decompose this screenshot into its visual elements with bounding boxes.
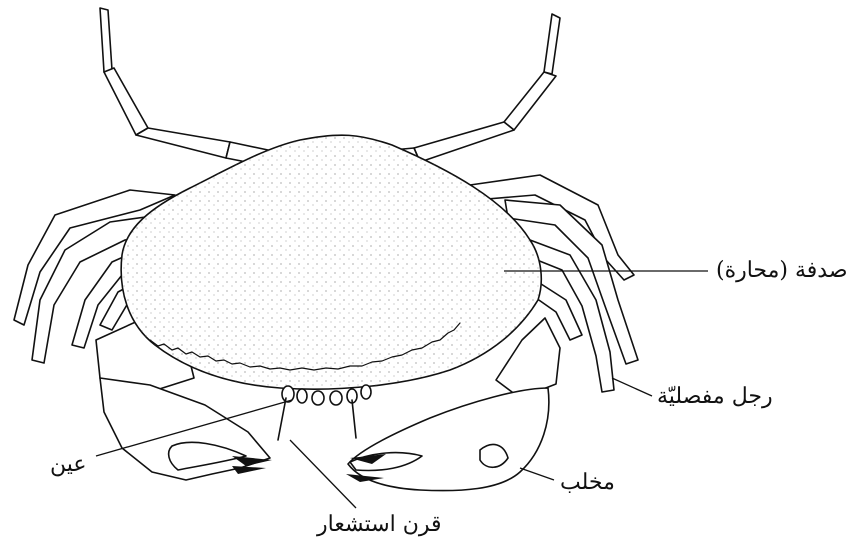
claw-label: مخلب [560, 470, 615, 495]
antenna-leader-line [290, 440, 356, 508]
left-front-leg [100, 8, 268, 165]
eye-label: عين [50, 452, 87, 477]
jointed-leg-label: رجل مفصليّة [657, 384, 773, 409]
claw-leader-line [520, 468, 554, 480]
antenna-label: قرن استشعار [317, 512, 442, 537]
right-front-leg [392, 14, 560, 166]
leg-leader-line [612, 378, 652, 396]
shell-label: صدفة (محارة) [716, 258, 848, 283]
